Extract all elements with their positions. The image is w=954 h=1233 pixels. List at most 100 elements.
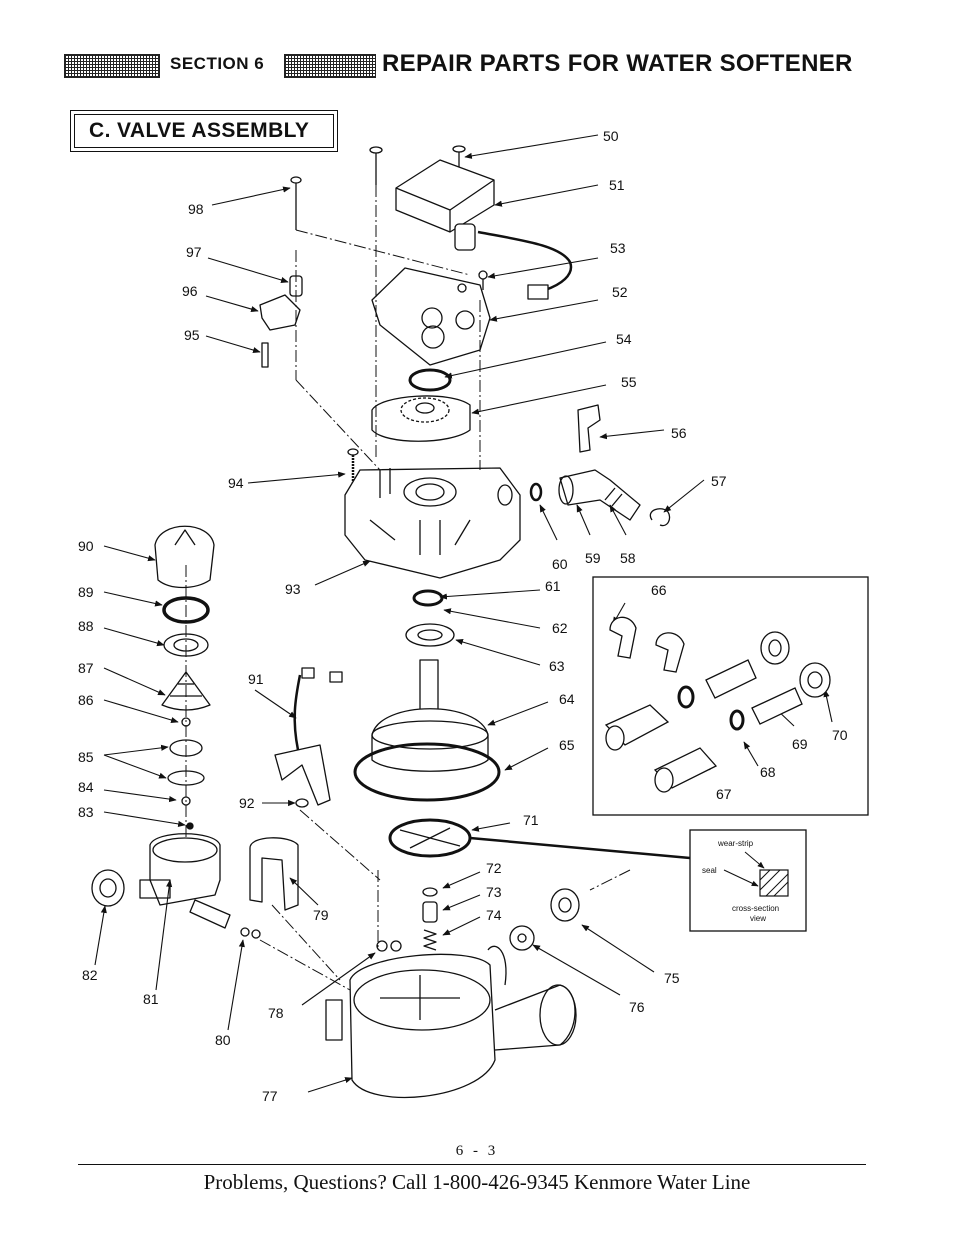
part-number-93: 93 [285, 581, 301, 597]
oring-54-drawing [408, 368, 452, 392]
part-number-92: 92 [239, 795, 255, 811]
spring-74-drawing [423, 929, 437, 951]
gear-55-drawing [371, 395, 471, 442]
part-number-60: 60 [552, 556, 568, 572]
part-drawings [91, 145, 691, 1098]
seal-63-drawing [405, 623, 455, 647]
part-number-87: 87 [78, 660, 94, 676]
leader-arrows [94, 134, 833, 1093]
part-number-88: 88 [78, 618, 94, 634]
switch-96-drawing [259, 294, 301, 331]
part-number-51: 51 [609, 177, 625, 193]
oring-61-drawing [412, 589, 444, 607]
part-number-50: 50 [603, 128, 619, 144]
part-number-56: 56 [671, 425, 687, 441]
part-number-76: 76 [629, 999, 645, 1015]
footer-rule [78, 1164, 866, 1165]
view-label: view [750, 914, 766, 923]
part-number-63: 63 [549, 658, 565, 674]
part-number-70: 70 [832, 727, 848, 743]
inset-frame [592, 576, 869, 816]
cross-section-hatch-lines [759, 869, 789, 897]
hatch-bar-right [284, 54, 376, 78]
part-number-96: 96 [182, 283, 198, 299]
part-number-84: 84 [78, 779, 94, 795]
valve-body-77-drawing [325, 945, 577, 1098]
housing-93-drawing [344, 467, 521, 579]
part-number-59: 59 [585, 550, 601, 566]
clip-79-drawing [249, 837, 299, 911]
part-number-52: 52 [612, 284, 628, 300]
part-number-58: 58 [620, 550, 636, 566]
oring-72-drawing [422, 887, 438, 897]
part-number-81: 81 [143, 991, 159, 1007]
part-number-77: 77 [262, 1088, 278, 1104]
part-number-98: 98 [188, 201, 204, 217]
impeller-75-drawing [550, 888, 580, 922]
plate-52-drawing [371, 267, 491, 366]
part-number-69: 69 [792, 736, 808, 752]
part-number-55: 55 [621, 374, 637, 390]
part-number-85: 85 [78, 749, 94, 765]
orings-78-drawing [376, 940, 402, 952]
cylinder-73-drawing [422, 901, 438, 923]
part-number-54: 54 [616, 331, 632, 347]
part-number-82: 82 [82, 967, 98, 983]
page-title: REPAIR PARTS FOR WATER SOFTENER [382, 50, 853, 77]
section-header: SECTION 6 REPAIR PARTS FOR WATER SOFTENE… [64, 48, 884, 84]
part-number-67: 67 [716, 786, 732, 802]
washer-92-drawing [295, 798, 309, 808]
oring-65-drawing [353, 742, 501, 802]
part-number-80: 80 [215, 1032, 231, 1048]
cross-section-hatch [759, 869, 789, 897]
part-number-95: 95 [184, 327, 200, 343]
part-number-89: 89 [78, 584, 94, 600]
switch-harness-91-drawing [274, 667, 343, 806]
footer-contact-line: Problems, Questions? Call 1-800-426-9345… [203, 1170, 751, 1194]
rotor-64-drawing [371, 659, 489, 772]
cross-section-inset: wear-strip seal cross-section view [689, 829, 807, 932]
wear-strip-label: wear-strip [717, 839, 754, 848]
screw-98-drawing [290, 176, 302, 230]
cross-section-label: cross-section [732, 904, 779, 913]
small-83-drawing [186, 822, 194, 830]
part-number-62: 62 [552, 620, 568, 636]
wear-strip-71-drawing [388, 818, 472, 858]
part-number-74: 74 [486, 907, 502, 923]
part-number-57: 57 [711, 473, 727, 489]
bypass-81-drawing [139, 833, 261, 939]
part-number-68: 68 [760, 764, 776, 780]
oring-60-drawing [529, 482, 543, 502]
part-number-72: 72 [486, 860, 502, 876]
page-number: 6 - 3 [455, 1143, 499, 1159]
screw-94-drawing [347, 448, 359, 498]
clip-57-drawing [649, 508, 671, 527]
hatch-bar-left [64, 54, 160, 78]
part-number-86: 86 [78, 692, 94, 708]
turbine-76-drawing [509, 925, 535, 951]
subsection-box: C. VALVE ASSEMBLY [70, 110, 338, 152]
part-number-78: 78 [268, 1005, 284, 1021]
part-number-53: 53 [610, 240, 626, 256]
seal-label: seal [702, 866, 717, 875]
part-number-65: 65 [559, 737, 575, 753]
part-number-94: 94 [228, 475, 244, 491]
section-label: SECTION 6 [170, 54, 265, 73]
part-number-labels: 50 51 53 52 54 55 56 57 60 59 58 61 62 6… [78, 128, 848, 1104]
pin-95-drawing [261, 342, 269, 368]
cap-90-drawing [154, 525, 215, 589]
connector-inset [592, 576, 869, 816]
elbow-58-59-drawing [558, 469, 641, 521]
wear-strip-leader [469, 836, 691, 860]
inset-parts [604, 616, 831, 793]
part-number-79: 79 [313, 907, 329, 923]
part-number-83: 83 [78, 804, 94, 820]
part-number-73: 73 [486, 884, 502, 900]
clip-56-drawing [577, 404, 601, 453]
motor-51-drawing [395, 159, 573, 300]
part-number-97: 97 [186, 244, 202, 260]
screw-53-drawing [478, 270, 488, 290]
part-number-61: 61 [545, 578, 561, 594]
nut-82-drawing [91, 869, 125, 907]
